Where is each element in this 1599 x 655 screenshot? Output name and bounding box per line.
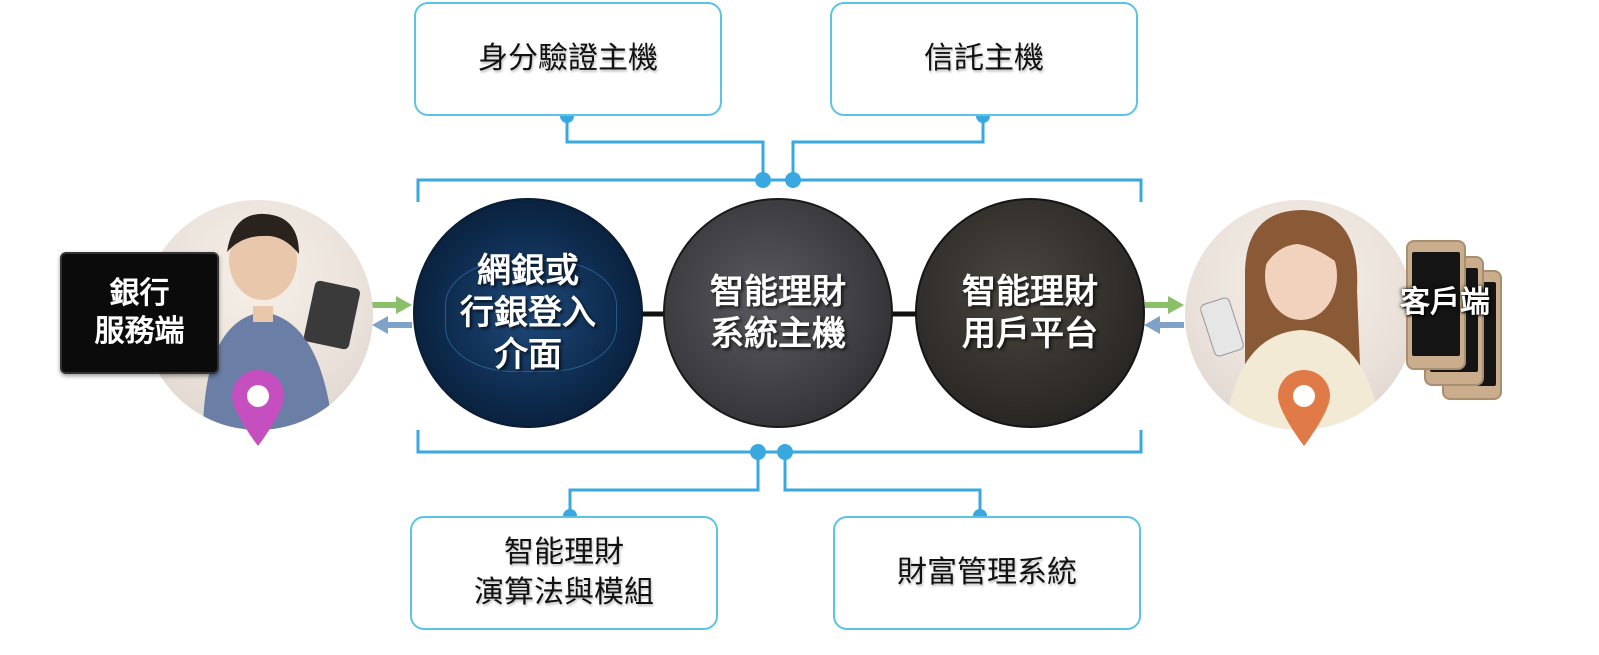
- bank-label-line2: 服務端: [94, 314, 185, 349]
- robo-node-line2: 系統主機: [710, 314, 846, 354]
- client-arrows: [1144, 296, 1184, 334]
- trust-host-box: 信託主機: [830, 2, 1138, 116]
- bank-service-label: 銀行 服務端: [60, 252, 219, 374]
- location-pin-icon: [1278, 370, 1330, 446]
- auth-host-box: 身分驗證主機: [414, 2, 722, 116]
- auth-connector: [565, 116, 765, 180]
- trust-host-label: 信託主機: [924, 41, 1044, 76]
- login-node-line2: 行銀登入: [460, 293, 596, 333]
- bank-arrows: [372, 296, 412, 334]
- circuit-decoration: [445, 260, 617, 372]
- top-dot-right: [785, 172, 801, 188]
- robo-advisor-host-node: 智能理財 系統主機: [663, 198, 893, 428]
- phone-graphic-front: [1406, 240, 1466, 370]
- bottom-dot-right: [777, 444, 793, 460]
- smartphone-icon: [1200, 297, 1244, 357]
- location-pin-icon: [232, 370, 284, 446]
- algorithm-box: 智能理財 演算法與模組: [410, 516, 718, 630]
- wealth-system-box: 財富管理系統: [833, 516, 1141, 630]
- top-bracket: [416, 178, 1143, 202]
- login-interface-node: 網銀或 行銀登入 介面: [413, 198, 643, 428]
- bank-label-line1: 銀行: [109, 276, 170, 311]
- auth-host-label: 身分驗證主機: [478, 41, 658, 76]
- algorithm-label-line2: 演算法與模組: [474, 575, 654, 610]
- bottom-dot-left: [750, 444, 766, 460]
- wealth-system-label: 財富管理系統: [897, 555, 1077, 590]
- algorithm-label-line1: 智能理財: [504, 535, 624, 570]
- trust-connector: [791, 116, 985, 180]
- login-node-line3: 介面: [494, 335, 562, 375]
- client-label: 客戶端: [1400, 285, 1490, 320]
- tablet-icon: [303, 280, 361, 350]
- algorithm-connector: [568, 452, 760, 516]
- top-dot-left: [755, 172, 771, 188]
- platform-node-line2: 用戶平台: [962, 314, 1098, 354]
- robo-node-line1: 智能理財: [710, 272, 846, 312]
- platform-node-line1: 智能理財: [962, 272, 1098, 312]
- login-node-line1: 網銀或: [477, 251, 579, 291]
- user-platform-node: 智能理財 用戶平台: [915, 198, 1145, 428]
- wealth-connector: [783, 452, 982, 516]
